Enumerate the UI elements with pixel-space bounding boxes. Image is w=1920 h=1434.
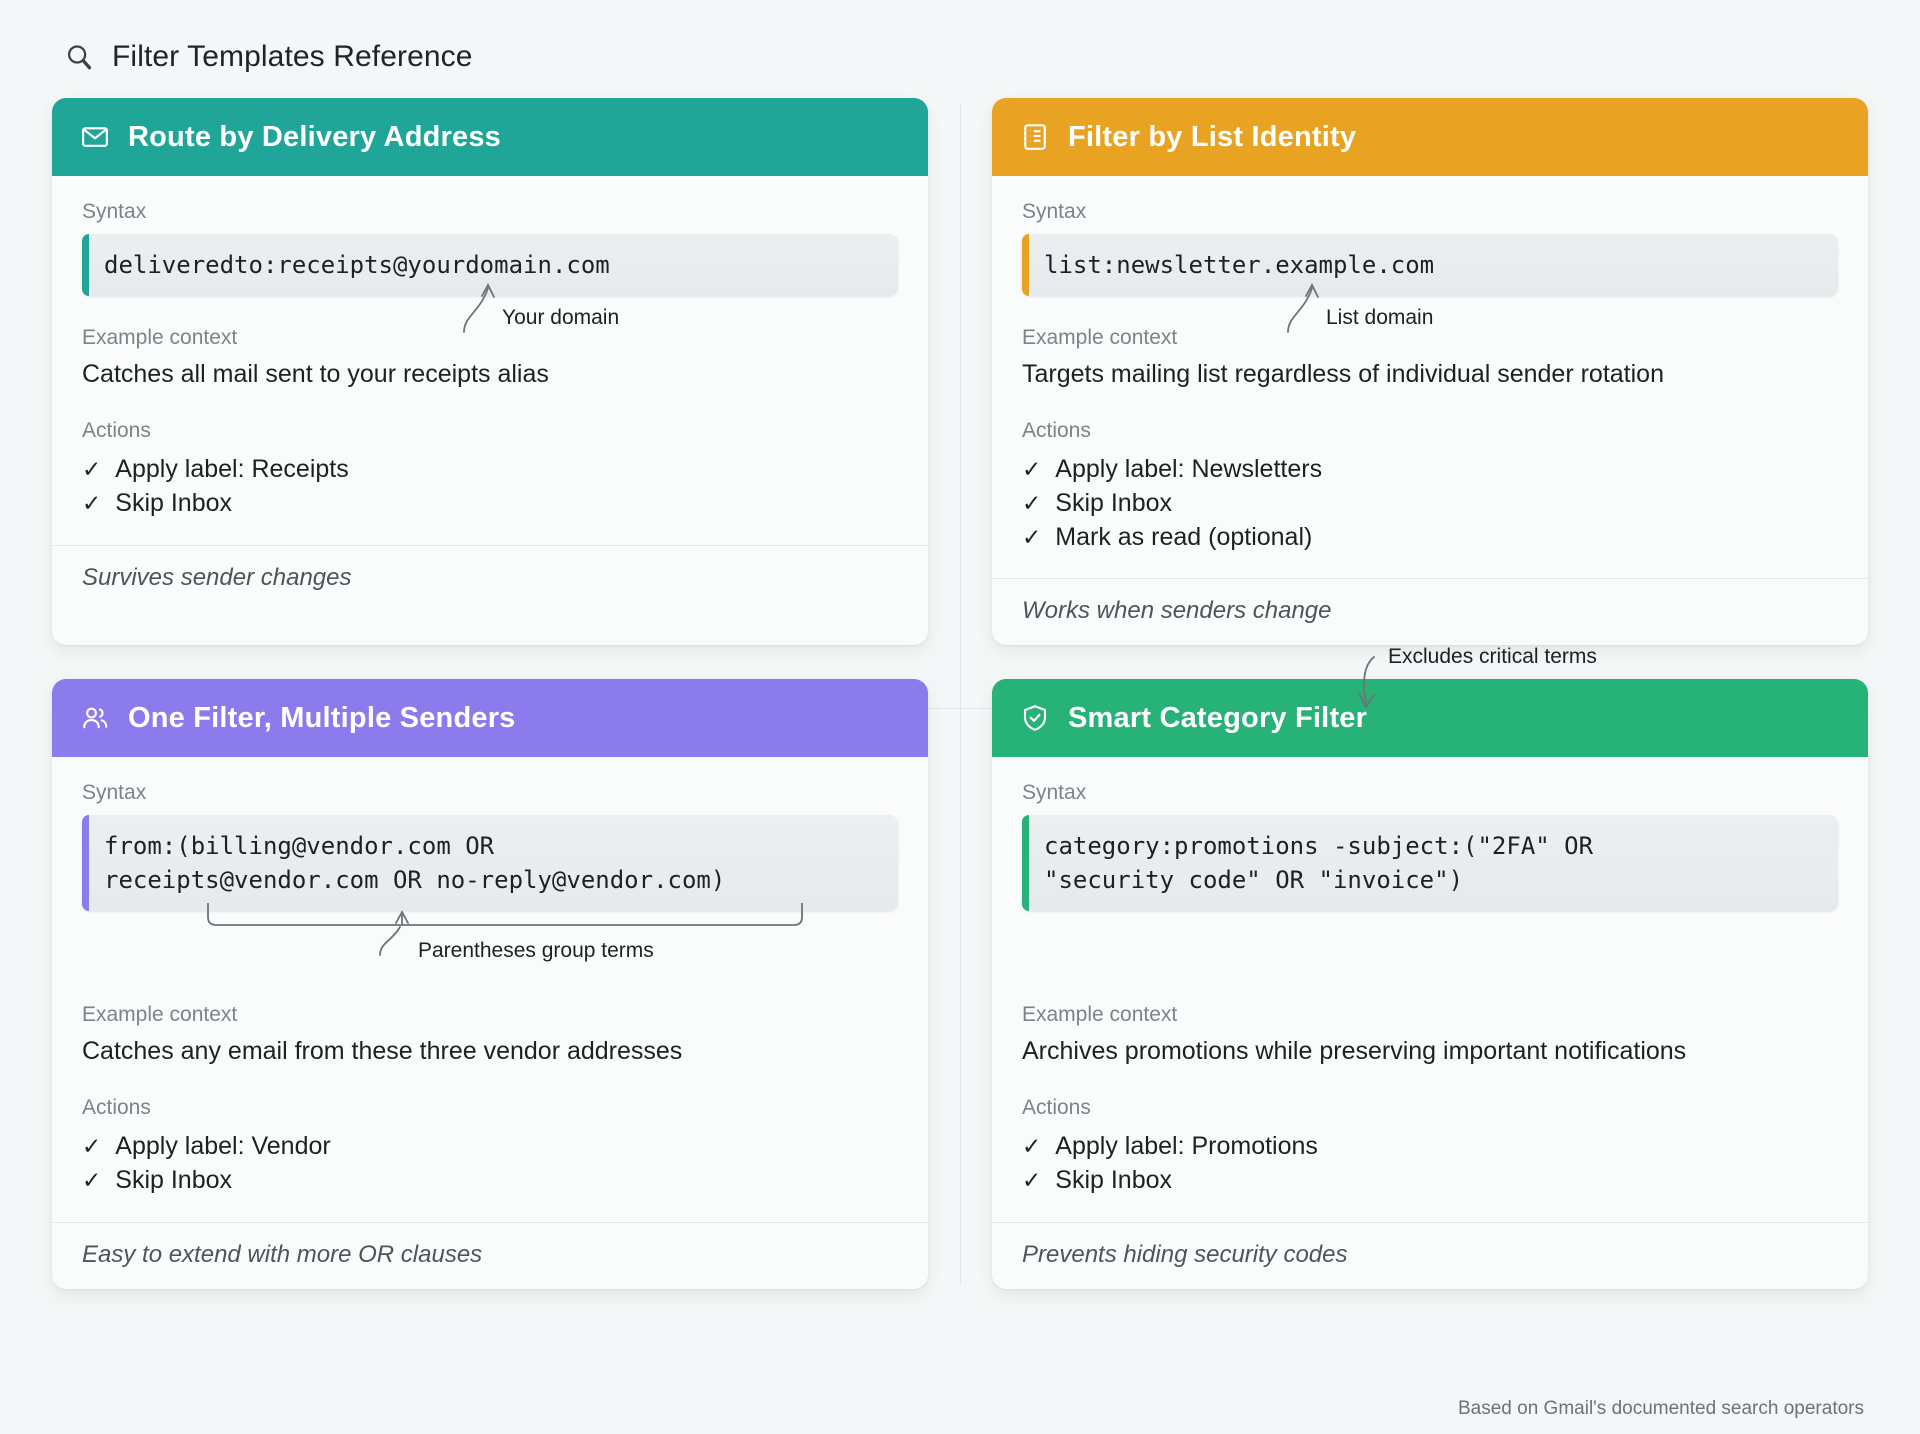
- action-label: Apply label: Receipts: [115, 455, 349, 484]
- action-label: Apply label: Promotions: [1055, 1132, 1318, 1161]
- check-icon: ✓: [1022, 489, 1042, 516]
- card-footer: Easy to extend with more OR clauses: [52, 1221, 928, 1289]
- syntax-block-wrap: list:newsletter.example.com List domain: [1022, 234, 1838, 333]
- card-footer: Prevents hiding security codes: [992, 1221, 1868, 1289]
- action-label: Mark as read (optional): [1055, 522, 1313, 551]
- syntax-block-wrap: category:promotions -subject:("2FA" OR "…: [1022, 815, 1838, 912]
- action-label: Skip Inbox: [115, 1166, 233, 1195]
- vertical-divider: [960, 104, 961, 1283]
- actions-list: ✓ Apply label: Vendor ✓ Skip Inbox: [82, 1130, 898, 1198]
- card-body: Syntax deliveredto:receipts@yourdomain.c…: [52, 176, 928, 527]
- action-item: ✓ Skip Inbox: [82, 1164, 898, 1198]
- action-label: Apply label: Newsletters: [1055, 455, 1323, 484]
- card-header: Route by Delivery Address: [52, 98, 928, 176]
- action-item: ✓ Mark as read (optional): [1022, 521, 1838, 555]
- page-title: Filter Templates Reference: [112, 40, 473, 73]
- annotation-parentheses-group: Parentheses group terms: [202, 902, 822, 973]
- people-icon: [78, 701, 112, 735]
- footnote: Based on Gmail's documented search opera…: [1457, 1398, 1864, 1419]
- card-title: One Filter, Multiple Senders: [128, 701, 516, 734]
- action-item: ✓ Skip Inbox: [82, 487, 898, 521]
- example-label: Example context: [1022, 326, 1178, 350]
- template-card-one-filter-multiple-senders[interactable]: One Filter, Multiple Senders Syntax from…: [52, 679, 928, 1289]
- check-icon: ✓: [82, 1167, 102, 1194]
- template-card-route-by-delivery-address[interactable]: Route by Delivery Address Syntax deliver…: [52, 98, 928, 646]
- action-item: ✓ Apply label: Vendor: [82, 1130, 898, 1164]
- check-icon: ✓: [1022, 456, 1042, 483]
- syntax-block-wrap: from:(billing@vendor.com OR receipts@ven…: [82, 815, 898, 962]
- templates-grid: Route by Delivery Address Syntax deliver…: [52, 98, 1868, 1289]
- actions-label: Actions: [1022, 1096, 1091, 1120]
- card-header: One Filter, Multiple Senders: [52, 679, 928, 758]
- syntax-code[interactable]: list:newsletter.example.com: [1022, 234, 1838, 297]
- example-text: Catches all mail sent to your receipts a…: [82, 360, 549, 389]
- check-icon: ✓: [82, 489, 102, 516]
- annotation-label: Excludes critical terms: [1388, 645, 1597, 669]
- check-icon: ✓: [1022, 523, 1042, 550]
- card-header: Smart Category Filter: [992, 679, 1868, 758]
- card-title: Smart Category Filter: [1068, 701, 1368, 734]
- card-body: Syntax Excludes critical terms category:…: [992, 645, 1868, 1204]
- card-footer: Survives sender changes: [52, 544, 928, 612]
- syntax-code[interactable]: category:promotions -subject:("2FA" OR "…: [1022, 815, 1838, 912]
- example-text: Archives promotions while preserving imp…: [1022, 1037, 1687, 1066]
- search-icon: [62, 40, 96, 74]
- shield-check-icon: [1018, 701, 1052, 735]
- annotation-label: Parentheses group terms: [418, 939, 654, 963]
- card-body: Syntax list:newsletter.example.com List …: [992, 176, 1868, 560]
- action-item: ✓ Apply label: Promotions: [1022, 1130, 1838, 1164]
- list-document-icon: [1018, 120, 1052, 154]
- page-header: Filter Templates Reference: [52, 28, 1868, 86]
- actions-label: Actions: [82, 1096, 151, 1120]
- card-title: Filter by List Identity: [1068, 120, 1357, 153]
- horizontal-divider: [52, 708, 1868, 709]
- action-label: Skip Inbox: [1055, 1166, 1173, 1195]
- card-header: Filter by List Identity: [992, 98, 1868, 176]
- action-item: ✓ Skip Inbox: [1022, 1164, 1838, 1198]
- action-item: ✓ Apply label: Newsletters: [1022, 453, 1838, 487]
- actions-label: Actions: [1022, 419, 1091, 443]
- action-label: Skip Inbox: [115, 488, 233, 517]
- syntax-block-wrap: deliveredto:receipts@yourdomain.com Your…: [82, 234, 898, 333]
- example-label: Example context: [82, 1003, 238, 1027]
- check-icon: ✓: [1022, 1133, 1042, 1160]
- example-label: Example context: [1022, 1003, 1178, 1027]
- template-card-filter-by-list-identity[interactable]: Filter by List Identity Syntax list:news…: [992, 98, 1868, 646]
- check-icon: ✓: [1022, 1167, 1042, 1194]
- template-card-smart-category-filter[interactable]: Smart Category Filter Syntax Excludes cr…: [992, 645, 1868, 1289]
- action-label: Skip Inbox: [1055, 488, 1173, 517]
- actions-list: ✓ Apply label: Receipts ✓ Skip Inbox: [82, 453, 898, 521]
- action-item: ✓ Skip Inbox: [1022, 487, 1838, 521]
- syntax-code[interactable]: deliveredto:receipts@yourdomain.com: [82, 234, 898, 297]
- check-icon: ✓: [82, 1133, 102, 1160]
- actions-label: Actions: [82, 419, 151, 443]
- example-text: Targets mailing list regardless of indiv…: [1022, 360, 1664, 389]
- actions-list: ✓ Apply label: Newsletters ✓ Skip Inbox …: [1022, 453, 1838, 554]
- actions-list: ✓ Apply label: Promotions ✓ Skip Inbox: [1022, 1130, 1838, 1198]
- syntax-label: Syntax: [82, 200, 147, 223]
- card-title: Route by Delivery Address: [128, 120, 501, 153]
- action-item: ✓ Apply label: Receipts: [82, 453, 898, 487]
- envelope-icon: [78, 120, 112, 154]
- example-text: Catches any email from these three vendo…: [82, 1037, 683, 1066]
- check-icon: ✓: [82, 456, 102, 483]
- syntax-label: Syntax: [1022, 781, 1087, 805]
- example-label: Example context: [82, 326, 238, 350]
- syntax-label: Syntax: [82, 781, 147, 805]
- card-footer: Works when senders change: [992, 578, 1868, 645]
- syntax-code[interactable]: from:(billing@vendor.com OR receipts@ven…: [82, 815, 898, 912]
- card-body: Syntax from:(billing@vendor.com OR recei…: [52, 757, 928, 1204]
- syntax-label: Syntax: [1022, 200, 1087, 223]
- action-label: Apply label: Vendor: [115, 1132, 331, 1161]
